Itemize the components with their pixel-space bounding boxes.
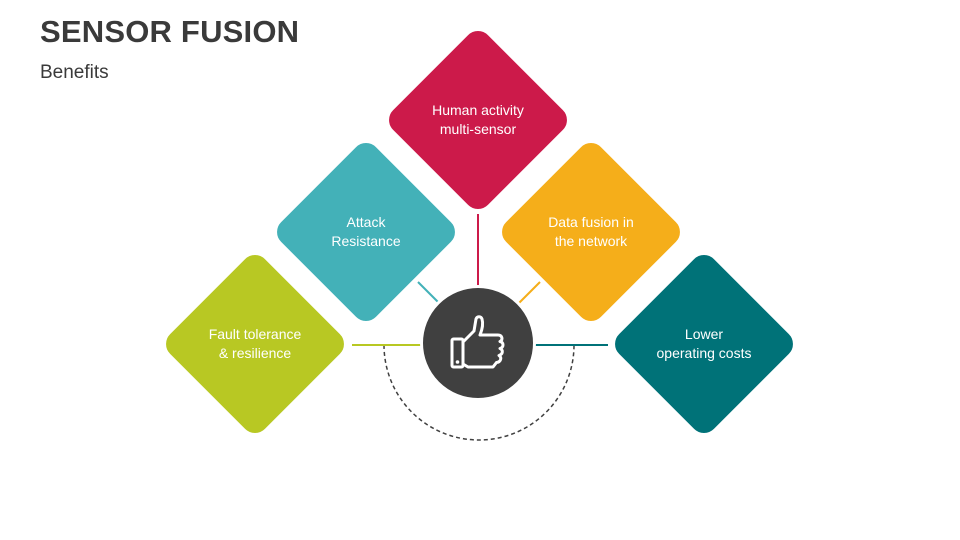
page-title: SENSOR FUSION [40, 14, 300, 49]
benefit-fault-tolerance: Fault tolerance & resilience [157, 246, 353, 442]
benefit-human-activity: Human activity multi-sensor [380, 22, 576, 218]
dashed-arc [383, 344, 575, 441]
connector-teal [417, 281, 441, 305]
benefit-label: Fault tolerance & resilience [208, 326, 302, 361]
benefit-label: Attack Resistance [331, 214, 401, 249]
benefit-label: Data fusion in the network [548, 214, 634, 249]
benefit-lower-costs: Lower operating costs [606, 246, 802, 442]
page-subtitle: Benefits [40, 62, 109, 83]
connector-yellow [517, 281, 541, 305]
benefit-data-fusion: Data fusion in the network [493, 134, 689, 330]
benefit-label: Human activity multi-sensor [432, 102, 524, 137]
thumbs-up-icon [450, 315, 505, 369]
benefit-label: Lower operating costs [656, 326, 752, 361]
hub-circle [420, 285, 536, 401]
benefit-attack-resistance: Attack Resistance [268, 134, 464, 330]
